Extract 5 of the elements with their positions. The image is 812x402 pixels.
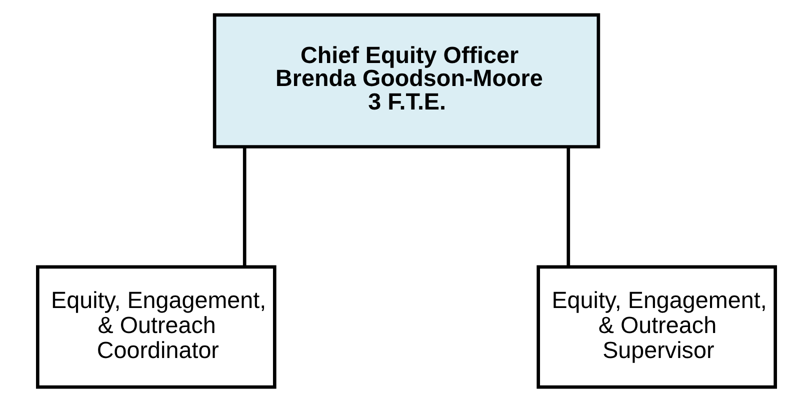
node-box: Equity, Engagement, & Outreach Coordinator xyxy=(36,265,276,389)
connector xyxy=(566,146,570,267)
connector xyxy=(242,146,246,267)
node-box: Chief Equity Officer Brenda Goodson-Moore 3 F.T.E. xyxy=(212,13,600,148)
node-box: Equity, Engagement, & Outreach Supervisor xyxy=(536,265,776,389)
